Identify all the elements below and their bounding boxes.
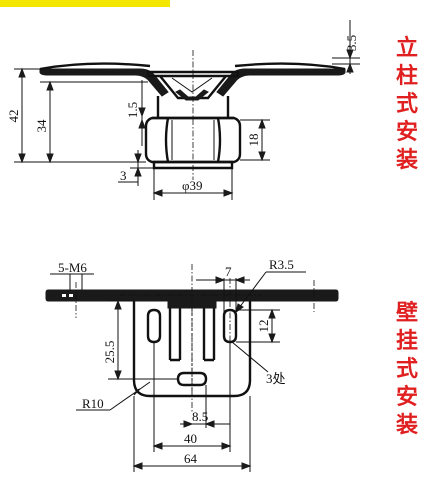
dim-25-5-label: 25.5: [102, 341, 117, 364]
dim-3-label: 3: [120, 168, 127, 183]
dim-1-5-label: 1.5: [125, 102, 140, 118]
dim-8-5-arrow-right: [204, 420, 215, 428]
pillar-caption-char-5: 装: [396, 148, 418, 173]
pillar-caption-char-4: 安: [396, 119, 418, 145]
dim-3-5-arrow-top: [346, 49, 354, 60]
wall-caption-char-3: 式: [396, 357, 418, 382]
dim-12-arrow-bottom: [268, 333, 276, 344]
wall-caption-char-4: 安: [396, 384, 418, 410]
pillar-mount-view: 3.5 42 34 1.5 18 3: [6, 20, 418, 200]
slot-left: [146, 308, 162, 344]
center-stem-2: [202, 301, 216, 362]
dim-39-label: φ39: [182, 178, 203, 193]
wall-mount-view: 5-M6 7 R3.5 12 3处 25.5 R10: [45, 257, 418, 472]
wall-caption-char-1: 壁: [396, 300, 418, 326]
highlight-strip: [0, 0, 170, 7]
dim-42-label: 42: [6, 110, 21, 123]
pillar-mount-caption: 立 柱 式 安 装: [396, 35, 418, 173]
dim-64-label: 64: [184, 451, 198, 466]
dim-1-5-arrow-bottom: [138, 118, 146, 129]
dim-42-arrow-bottom: [18, 153, 26, 164]
dim-12-arrow-top: [268, 308, 276, 319]
dim-3-arrow-bottom: [134, 166, 142, 177]
dim-r3-5-arrow: [235, 303, 244, 314]
slot-right: [222, 308, 238, 344]
dim-12-label: 12: [256, 320, 271, 333]
bar-notch-2: [69, 294, 73, 297]
dim-r10-label: R10: [82, 396, 104, 411]
dim-40-arrow-right: [221, 442, 232, 450]
dim-25-5-arrow-top: [114, 299, 122, 310]
wall-mount-caption: 壁 挂 式 安 装: [396, 300, 418, 438]
pillar-caption-char-1: 立: [396, 35, 418, 61]
hex-nut: [144, 116, 242, 164]
center-stem: [168, 301, 182, 362]
dim-m6-label: 5-M6: [58, 260, 87, 275]
left-wing-outline: [39, 62, 151, 71]
dim-count-label: 3处: [266, 371, 286, 386]
dim-40-arrow-left: [152, 442, 163, 450]
wall-caption-char-5: 装: [396, 413, 418, 438]
dim-39-arrow-left: [152, 189, 163, 197]
dim-40-label: 40: [184, 431, 197, 446]
dim-64-arrow-left: [132, 462, 143, 470]
wall-caption-char-2: 挂: [396, 328, 418, 354]
right-handle-arm: [216, 68, 346, 97]
dim-34-arrow-bottom: [46, 153, 54, 164]
dim-1-5-arrow-top: [138, 107, 146, 118]
slot-bottom: [176, 371, 208, 387]
dim-r3-5-label: R3.5: [269, 257, 294, 272]
pillar-caption-char-3: 式: [396, 92, 418, 117]
dim-3-5-arrow-bottom: [346, 62, 354, 73]
right-wing-outline: [234, 62, 346, 71]
dim-3-5-label: 3.5: [344, 35, 359, 51]
pillar-caption-char-2: 柱: [396, 64, 418, 89]
dim-7-arrow-left: [215, 276, 226, 284]
top-cap: [146, 70, 240, 78]
dim-7-arrow-right: [234, 276, 245, 284]
dim-7-label: 7: [225, 264, 232, 279]
dim-r10-arrow: [133, 388, 141, 396]
hex-nut-face-left: [164, 117, 170, 163]
dim-18-label: 18: [246, 134, 261, 147]
dim-8-5-label: 8.5: [192, 409, 208, 424]
dim-42-arrow-top: [18, 67, 26, 78]
dim-18-arrow-bottom: [258, 151, 266, 162]
dim-3-arrow-top: [134, 153, 142, 164]
cap-inner-v: [171, 77, 213, 93]
left-handle-arm: [39, 68, 169, 97]
hex-nut-face-right: [216, 117, 222, 163]
dim-25-5-arrow-bottom: [114, 370, 122, 381]
dim-count-leader: [231, 341, 269, 373]
bar-notch-1: [62, 294, 66, 297]
dim-34-arrow-top: [46, 80, 54, 91]
dim-8-5-arrow-left: [183, 420, 194, 428]
dim-18-arrow-top: [258, 118, 266, 129]
dim-39-arrow-right: [223, 189, 234, 197]
cap-inner-hatch: [175, 89, 209, 101]
neck: [156, 96, 230, 118]
dim-r10-leader: [109, 381, 151, 411]
dim-34-label: 34: [34, 119, 49, 133]
dim-64-arrow-right: [241, 462, 252, 470]
